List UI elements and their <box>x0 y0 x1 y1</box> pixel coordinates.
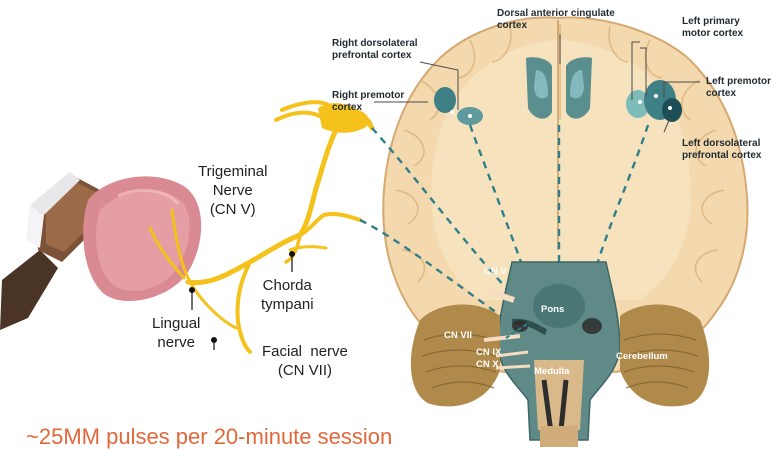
label-right-dlpfc: Right dorsolateral prefrontal cortex <box>332 38 418 62</box>
label-left-dlpfc-line2: prefrontal cortex <box>682 150 761 162</box>
label-chorda-tympani: Chorda tympani <box>261 276 314 314</box>
label-right-premotor: Right premotor cortex <box>332 90 404 114</box>
label-left-dlpfc: Left dorsolateral prefrontal cortex <box>682 138 761 162</box>
label-left-primary-motor: Left primary motor cortex <box>682 16 743 40</box>
label-left-dlpfc-line1: Left dorsolateral <box>682 138 761 150</box>
label-cn-ix: CN IX <box>476 347 501 358</box>
label-trigeminal-nerve: Trigeminal Nerve (CN V) <box>198 162 267 219</box>
label-right-premotor-line1: Right premotor <box>332 90 404 102</box>
label-dacc-line2: cortex <box>497 20 615 32</box>
label-cn-vii: CN VII <box>444 330 472 341</box>
label-cn-v: CN V <box>484 266 507 277</box>
footer-caption: ~25MM pulses per 20-minute session <box>26 424 392 450</box>
label-lingual-line2: nerve <box>152 333 200 352</box>
label-cn-x: CN X <box>476 359 499 370</box>
label-dacc: Dorsal anterior cingulate cortex <box>497 8 615 32</box>
label-facial-nerve: Facial nerve (CN VII) <box>262 342 348 380</box>
label-right-dlpfc-line1: Right dorsolateral <box>332 38 418 50</box>
label-left-premotor-line1: Left premotor <box>706 76 771 88</box>
label-medulla: Medulla <box>534 366 569 377</box>
label-lingual-line1: Lingual <box>152 314 200 333</box>
label-right-dlpfc-line2: prefrontal cortex <box>332 50 418 62</box>
label-chorda-line1: Chorda <box>261 276 314 295</box>
label-left-primary-motor-line1: Left primary <box>682 16 743 28</box>
label-right-premotor-line2: cortex <box>332 102 404 114</box>
label-left-primary-motor-line2: motor cortex <box>682 28 743 40</box>
label-dacc-line1: Dorsal anterior cingulate <box>497 8 615 20</box>
tongue <box>83 176 201 301</box>
label-lingual-nerve: Lingual nerve <box>152 314 200 352</box>
label-cerebellum: Cerebellum <box>616 351 668 362</box>
label-trigeminal-line3: (CN V) <box>198 200 267 219</box>
label-facial-line2: (CN VII) <box>262 361 348 380</box>
label-trigeminal-line2: Nerve <box>198 181 267 200</box>
label-trigeminal-line1: Trigeminal <box>198 162 267 181</box>
label-left-premotor-line2: cortex <box>706 88 771 100</box>
label-left-premotor: Left premotor cortex <box>706 76 771 100</box>
label-chorda-line2: tympani <box>261 295 314 314</box>
label-pons: Pons <box>541 304 564 315</box>
label-facial-line1: Facial nerve <box>262 342 348 361</box>
